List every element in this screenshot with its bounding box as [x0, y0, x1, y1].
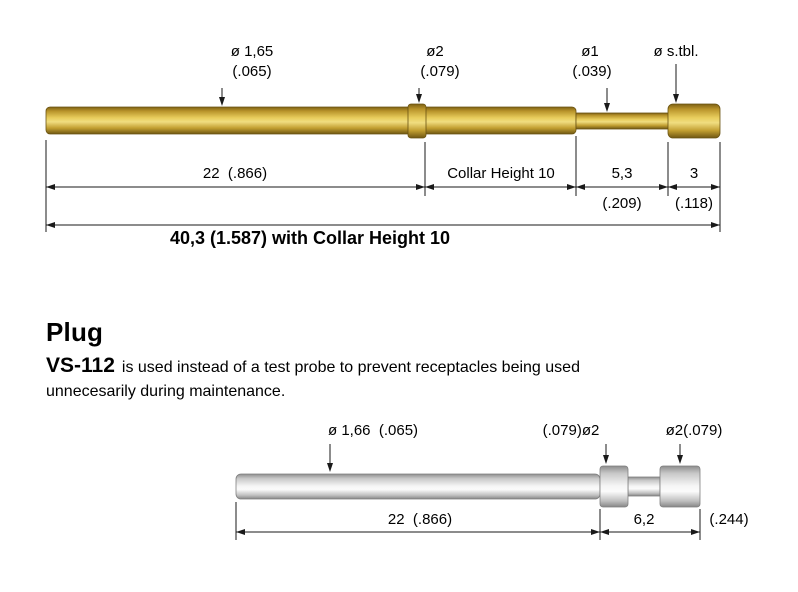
plug-dim-length-22: 22 (.866)	[387, 511, 453, 528]
callout-diameter-2-inch: (.079)	[420, 63, 460, 80]
dim-collar-height: Collar Height 10	[447, 165, 555, 182]
plug-drawing	[235, 465, 701, 508]
callout-diameter-see-table: ø s.tbl.	[653, 43, 699, 60]
probe-tip-rod	[575, 112, 671, 130]
callout-diameter-1-inch: (.039)	[572, 63, 612, 80]
description-line-1: VS-112 is used instead of a test probe to…	[46, 354, 766, 377]
dim-total-length: 40,3 (1.587) with Collar Height 10	[169, 228, 451, 248]
callout-diameter-2: ø2	[426, 43, 444, 60]
plug-mid-rod	[627, 476, 661, 497]
callout-diameter-1: ø1	[581, 43, 599, 60]
plug-callout-diameter-2-right: ø2(.079)	[665, 422, 723, 439]
dim-length-53-inch: (.209)	[602, 195, 642, 212]
dim-length-22: 22 (.866)	[202, 165, 268, 182]
probe-dimension-arrows	[46, 184, 720, 228]
probe-barrel	[45, 106, 577, 135]
probe-drawing	[45, 103, 721, 139]
model-number: VS-112	[46, 354, 115, 377]
plug-leader-arrows	[327, 455, 683, 472]
callout-diameter-165: ø 1,65	[230, 43, 274, 60]
plug-barrel	[235, 473, 601, 500]
probe-leader-lines	[221, 64, 677, 104]
description-text: is used instead of a test probe to preve…	[121, 359, 580, 376]
dim-length-3-inch: (.118)	[674, 195, 714, 212]
plug-dimension-lines	[235, 502, 701, 540]
plug-leader-lines	[329, 444, 681, 464]
probe-leader-arrows	[219, 94, 679, 112]
section-heading: Plug	[46, 317, 104, 347]
plug-dimension-arrows	[236, 529, 700, 535]
probe-dimension-lines	[45, 136, 721, 232]
probe-collar	[407, 103, 427, 139]
plug-callout-diameter-2-left: (.079)ø2	[542, 422, 600, 439]
plug-ring-left	[599, 465, 629, 508]
probe-head	[667, 103, 721, 139]
plug-callout-diameter-166: ø 1,66 (.065)	[328, 422, 419, 439]
plug-ring-right	[659, 465, 701, 508]
plug-dim-length-62: 6,2	[633, 511, 655, 528]
dim-length-3: 3	[689, 165, 699, 182]
plug-dim-length-62-inch: (.244)	[709, 511, 749, 528]
dim-length-53: 5,3	[611, 165, 633, 182]
callout-diameter-165-inch: (.065)	[232, 63, 272, 80]
description-line-2: unnecesarily during maintenance.	[46, 383, 286, 400]
